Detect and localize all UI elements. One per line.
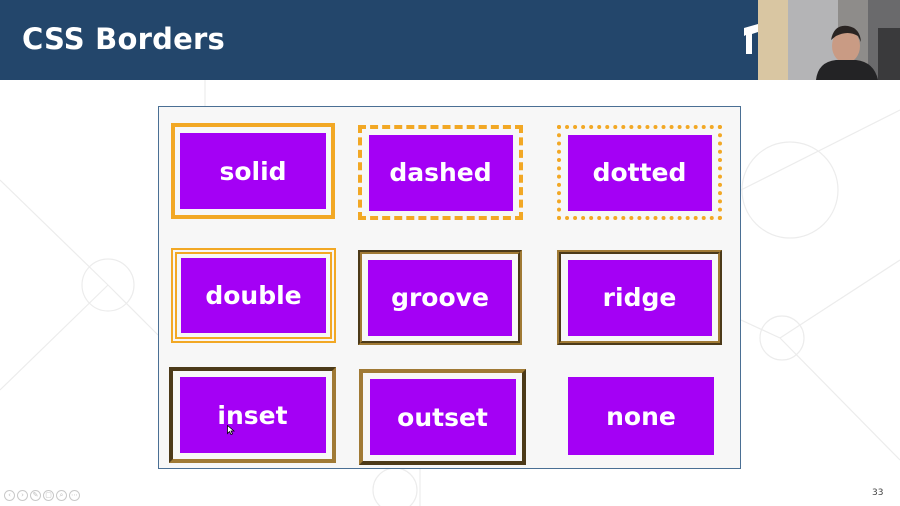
example-box: dotted xyxy=(567,134,712,211)
presenter-webcam xyxy=(758,0,900,80)
example-label: groove xyxy=(391,283,489,312)
border-example-double: double xyxy=(171,248,336,343)
example-box: inset xyxy=(179,377,326,453)
example-box: ridge xyxy=(567,259,712,336)
example-box: double xyxy=(181,258,326,333)
slide-page-number: 33 xyxy=(872,488,884,498)
border-example-solid: solid xyxy=(171,123,335,219)
example-box: groove xyxy=(368,259,512,336)
border-example-ridge: ridge xyxy=(557,250,722,345)
example-label: outset xyxy=(397,402,488,432)
border-example-inset: inset xyxy=(169,367,336,463)
example-label: none xyxy=(606,401,676,431)
border-example-outset: outset xyxy=(359,369,526,465)
example-label: dotted xyxy=(592,158,687,187)
example-label: dashed xyxy=(389,158,492,187)
slide-title: CSS Borders xyxy=(22,22,225,56)
slide-header: CSS Borders xyxy=(0,0,900,80)
border-example-dashed: dashed xyxy=(358,125,523,220)
border-example-dotted: dotted xyxy=(557,125,722,220)
border-demo-panel: solid dashed dotted double groove ridge … xyxy=(158,106,741,469)
example-label: double xyxy=(205,281,302,310)
example-label: solid xyxy=(219,156,287,186)
border-example-none: none xyxy=(567,375,715,457)
example-box: solid xyxy=(180,133,326,209)
webcam-presenter-icon xyxy=(758,0,900,80)
zoom-icon[interactable]: ⌕ xyxy=(56,490,67,501)
mouse-cursor-icon xyxy=(227,425,235,435)
slides-icon[interactable]: ▢ xyxy=(43,490,54,501)
next-icon[interactable]: › xyxy=(17,490,28,501)
previous-icon[interactable]: ‹ xyxy=(4,490,15,501)
example-label: ridge xyxy=(602,283,677,312)
brand-logo-icon xyxy=(744,24,758,54)
example-box: dashed xyxy=(368,134,513,211)
example-box: none xyxy=(568,377,714,455)
border-example-groove: groove xyxy=(358,250,522,345)
slide-navigation-bar: ‹ › ✎ ▢ ⌕ ⋯ xyxy=(4,490,80,502)
pen-icon[interactable]: ✎ xyxy=(30,490,41,501)
more-icon[interactable]: ⋯ xyxy=(69,490,80,501)
example-box: outset xyxy=(369,379,516,455)
example-label: inset xyxy=(217,400,288,430)
